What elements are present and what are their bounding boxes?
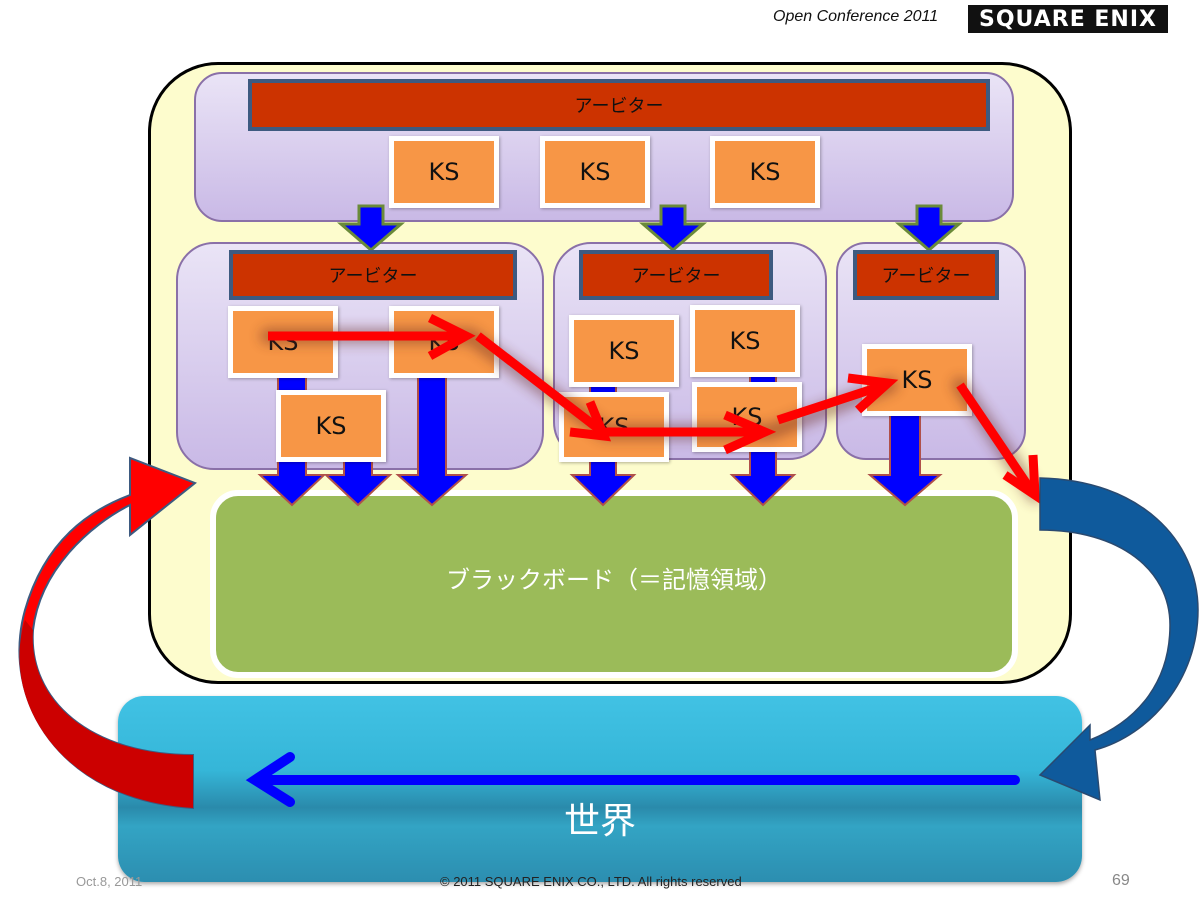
down-arrow-icon — [395, 369, 469, 507]
blackboard: ブラックボード（＝記憶領域） — [210, 490, 1018, 678]
down-arrow-icon — [894, 204, 964, 252]
group-2-ks-1: KS — [569, 315, 679, 387]
down-arrow-icon — [867, 411, 943, 507]
footer-date: Oct.8, 2011 — [76, 874, 143, 889]
top-ks-2: KS — [540, 136, 650, 208]
top-arbiter: アービター — [248, 79, 990, 131]
group-3-arbiter: アービター — [853, 250, 999, 300]
world-label: 世界 — [563, 801, 636, 842]
red-flow-arrow — [268, 313, 1040, 504]
down-arrow-icon — [638, 204, 708, 252]
page-number: 69 — [1112, 872, 1130, 889]
group-1-ks-3: KS — [276, 390, 386, 462]
top-ks-3: KS — [710, 136, 820, 208]
group-1-arbiter: アービター — [229, 250, 517, 300]
group-2-ks-2: KS — [690, 305, 800, 377]
group-2-arbiter: アービター — [579, 250, 773, 300]
conference-title: Open Conference 2011 — [773, 8, 939, 25]
footer-copyright: © 2011 SQUARE ENIX CO., LTD. All rights … — [440, 874, 742, 889]
world-left-arrow — [245, 752, 1020, 807]
top-ks-1: KS — [389, 136, 499, 208]
blackboard-label: ブラックボード（＝記憶領域） — [446, 565, 782, 594]
down-arrow-icon — [336, 204, 406, 252]
square-enix-logo: SQUARE ENIX — [968, 5, 1168, 33]
blue-curved-arrow-icon — [1038, 477, 1199, 802]
